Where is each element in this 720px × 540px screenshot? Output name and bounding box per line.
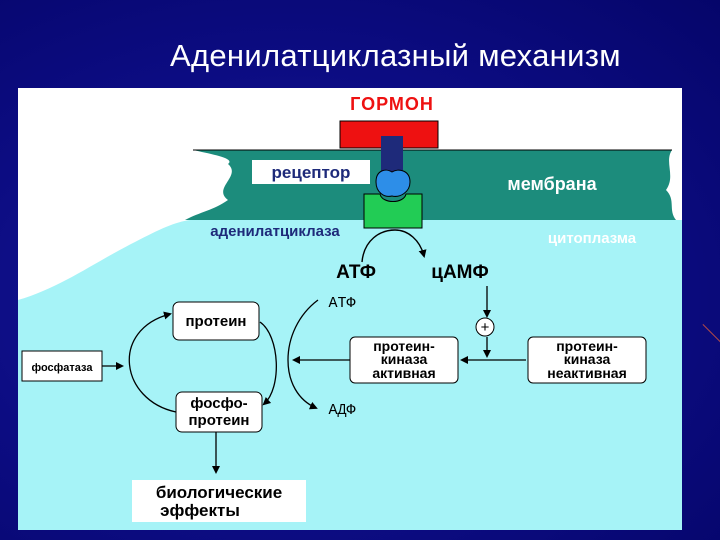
kinase-inactive-line1: протеин- bbox=[556, 338, 618, 354]
receptor-head bbox=[375, 169, 411, 197]
protein-label: протеин bbox=[186, 313, 247, 330]
kinase-active-line1: протеин- bbox=[373, 338, 435, 354]
receptor-stalk bbox=[381, 136, 403, 176]
slide-title: Аденилатциклазный механизм bbox=[170, 38, 621, 73]
camp-label: цАМФ bbox=[431, 262, 488, 283]
atp-label: АТФ bbox=[336, 262, 376, 283]
protein-box bbox=[172, 301, 260, 341]
hormone-label: ГОРМОН bbox=[350, 94, 434, 114]
bio-effects-box bbox=[132, 480, 306, 522]
membrane-label: мембрана bbox=[507, 174, 597, 194]
atp-adp-curve bbox=[287, 299, 319, 410]
receptor-label-box bbox=[252, 160, 370, 184]
kinase-inactive-box bbox=[527, 336, 647, 384]
receptor-label: рецептор bbox=[272, 163, 351, 182]
atp-small-label: АТФ bbox=[328, 295, 355, 312]
adp-small-label: АДФ bbox=[328, 402, 355, 419]
bio-effects-line2: эффекты bbox=[160, 501, 240, 520]
adenylate-cyclase-label: аденилатциклаза bbox=[210, 223, 340, 240]
phosphoprotein-line1: фосфо- bbox=[190, 395, 247, 412]
kinase-inactive-line3: неактивная bbox=[547, 365, 627, 381]
kinase-active-line3: активная bbox=[372, 365, 435, 381]
phosphatase-label: фосфатаза bbox=[32, 362, 94, 374]
phosphoprotein-line2: протеин bbox=[189, 412, 250, 429]
phosphorylation-arc bbox=[259, 321, 277, 406]
atp-to-camp-arrow bbox=[361, 229, 427, 263]
dephosphorylation-arc bbox=[128, 311, 177, 413]
bio-effects-line1: биологические bbox=[156, 483, 282, 502]
plus-sign: + bbox=[480, 320, 489, 337]
kinase-inactive-line2: киназа bbox=[564, 351, 611, 367]
kinase-active-line2: киназа bbox=[381, 351, 428, 367]
adenylate-cyclase-block bbox=[363, 193, 423, 229]
cytoplasm-label: цитоплазма bbox=[548, 230, 637, 247]
plus-circle bbox=[475, 317, 495, 337]
